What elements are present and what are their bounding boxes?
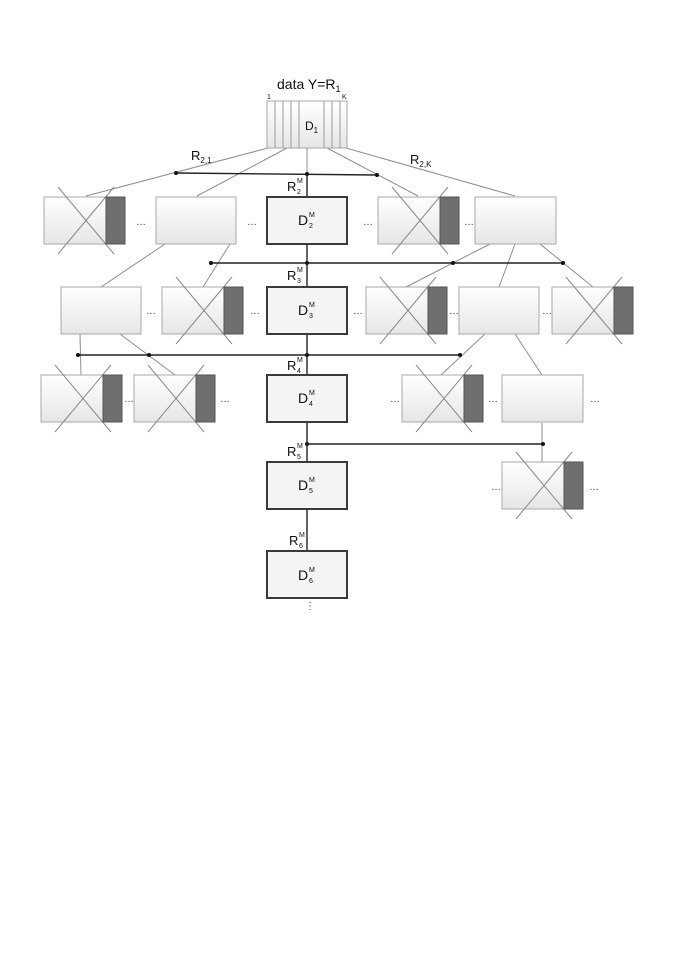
svg-text:…: … [542,306,552,317]
r21-label: R2,1 [191,148,212,165]
d1-left-index: 1 [267,94,271,101]
svg-text:⋮: ⋮ [305,601,315,612]
pruned-box [40,364,123,433]
svg-text:3: 3 [309,313,313,320]
svg-text:4: 4 [297,368,301,375]
bus-r3 [209,261,565,265]
pruned-box [501,451,584,520]
svg-text:…: … [220,394,230,405]
r2m-label: R M 2 [287,178,303,196]
candidate-box [155,196,237,245]
svg-text:6: 6 [299,543,303,550]
svg-text:M: M [297,178,303,185]
candidate-box [60,286,142,335]
r4m-label: R M 4 [287,357,303,375]
d4m-label: D M 4 [298,390,315,408]
svg-text:…: … [488,394,498,405]
main-box-d5 [266,461,348,510]
d2m-label: D M 2 [298,212,315,230]
svg-text:2: 2 [297,189,301,196]
candidate-box [458,286,540,335]
svg-text:…: … [136,217,146,228]
svg-text:5: 5 [297,454,301,461]
main-box-d6 [266,550,348,599]
pruned-box [161,276,244,345]
pruned-box [133,364,216,433]
pruned-box [401,364,484,433]
diagram-title: data Y=R1 [277,76,341,94]
svg-text:D: D [298,212,308,228]
svg-text:…: … [250,306,260,317]
svg-text:…: … [390,394,400,405]
svg-text:M: M [309,302,315,309]
d1-label: D1 [305,119,319,135]
d6m-label: D M 6 [298,567,315,585]
svg-text:R: R [287,444,296,459]
candidate-box [501,374,584,423]
pruned-box [43,186,126,255]
main-box-d3 [266,286,348,335]
svg-text:R: R [287,358,296,373]
main-box-d4 [266,374,348,423]
svg-text:R: R [287,179,296,194]
svg-text:…: … [247,217,257,228]
svg-text:…: … [353,306,363,317]
svg-text:…: … [146,306,156,317]
svg-text:…: … [491,482,501,493]
pruned-box [551,276,634,345]
candidate-box [474,196,557,245]
svg-text:3: 3 [297,278,301,285]
svg-text:M: M [309,390,315,397]
svg-text:R: R [287,268,296,283]
svg-text:M: M [309,567,315,574]
svg-text:M: M [309,212,315,219]
ellipsis-markers: … … … … … … … … … … … … … … … … ⋮ [124,217,600,612]
svg-text:R: R [289,533,298,548]
pruned-box [365,276,448,345]
svg-text:2: 2 [309,223,313,230]
bus-r4 [76,353,462,357]
svg-text:…: … [124,394,134,405]
main-box-d2 [266,196,348,245]
r6m-label: R M 6 [289,532,305,550]
svg-text:D: D [298,477,308,493]
svg-text:…: … [589,482,599,493]
r5m-label: R M 5 [287,443,303,461]
d3m-label: D M 3 [298,302,315,320]
svg-text:D: D [298,567,308,583]
svg-text:M: M [297,267,303,274]
svg-text:5: 5 [309,488,313,495]
pruned-box [377,186,460,255]
svg-text:M: M [299,532,305,539]
bus-r5 [305,442,545,446]
svg-text:M: M [297,443,303,450]
svg-text:4: 4 [309,401,313,408]
r3m-label: R M 3 [287,267,303,285]
svg-text:D: D [298,302,308,318]
d1-right-index: K [342,94,347,101]
svg-text:M: M [309,477,315,484]
root-box-d1 [266,100,348,149]
d5m-label: D M 5 [298,477,315,495]
svg-text:…: … [363,217,373,228]
bus-r2 [174,171,379,196]
svg-text:D: D [298,390,308,406]
svg-text:M: M [297,357,303,364]
r2k-label: R2,K [410,152,432,169]
svg-text:6: 6 [309,578,313,585]
svg-text:…: … [590,394,600,405]
svg-text:…: … [449,306,459,317]
svg-text:…: … [464,217,474,228]
